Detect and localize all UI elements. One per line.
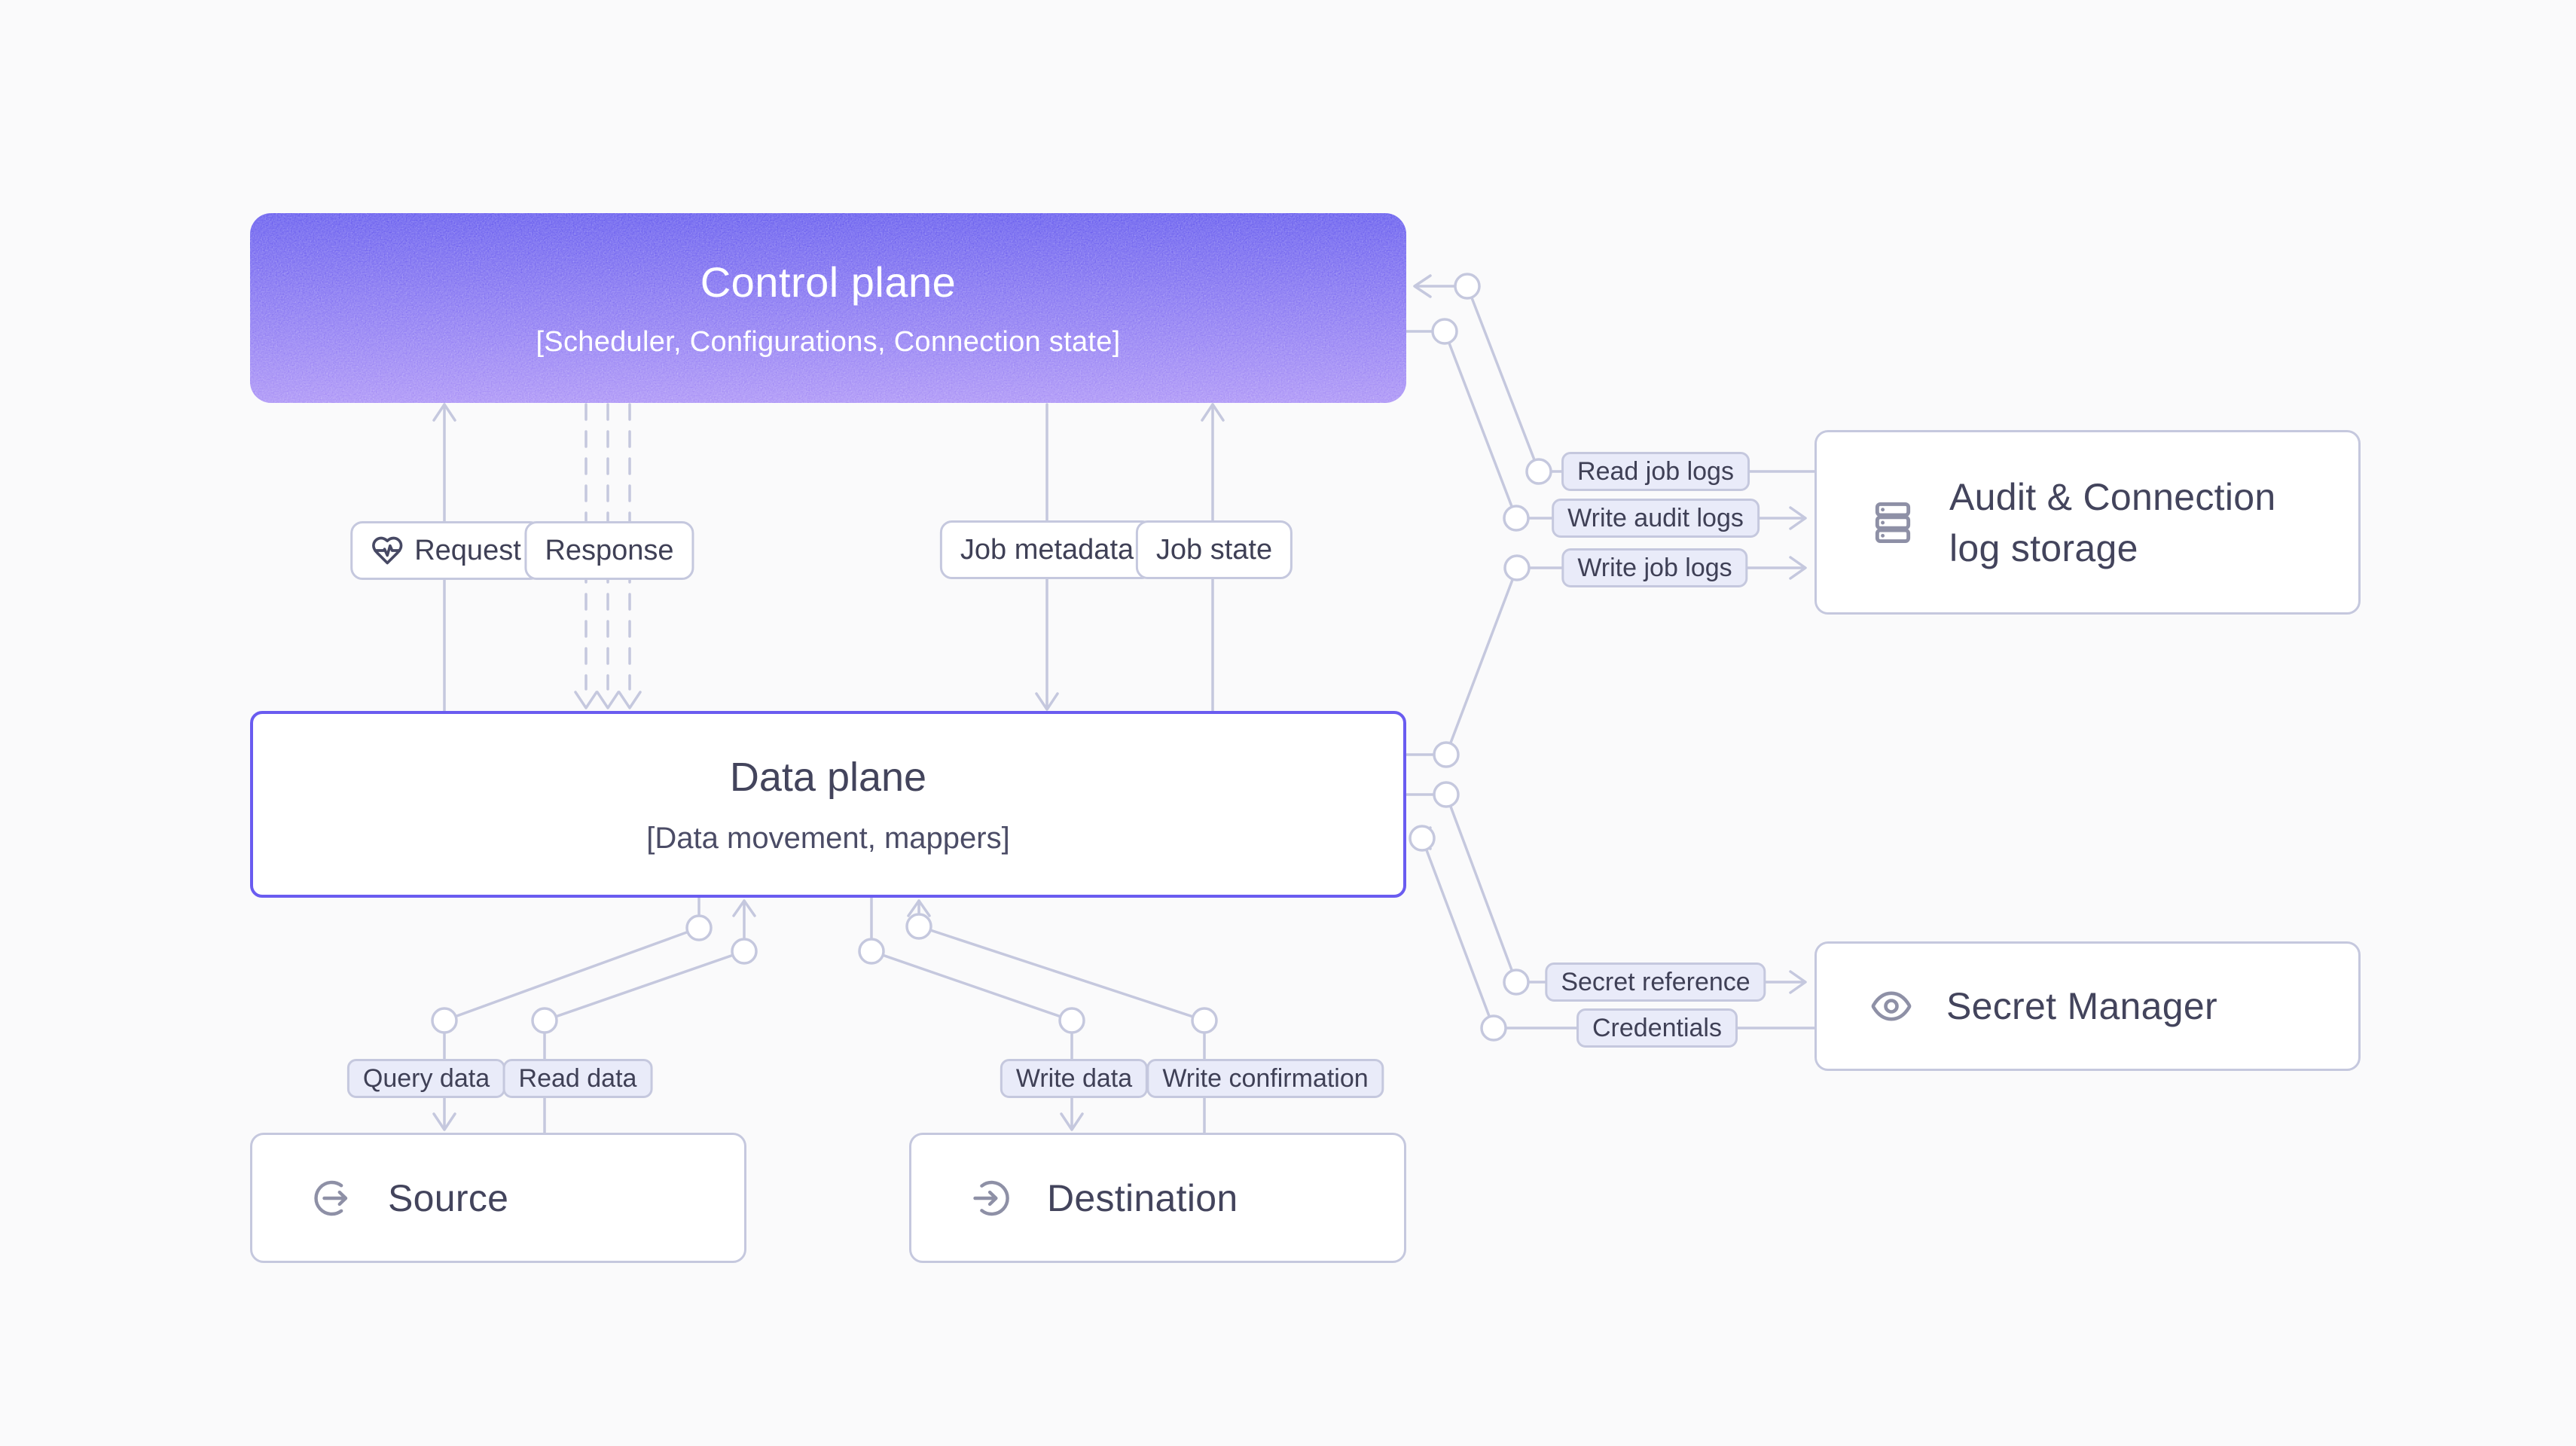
control-plane-title: Control plane	[700, 258, 957, 306]
read-data-label: Read data	[502, 1059, 653, 1098]
destination-node: Destination	[909, 1133, 1406, 1263]
control-plane-subtitle: [Scheduler, Configurations, Connection s…	[536, 326, 1121, 358]
write-job-logs-label: Write job logs	[1561, 548, 1748, 587]
control-plane-node: Control plane [Scheduler, Configurations…	[250, 213, 1406, 403]
data-plane-node: Data plane [Data movement, mappers]	[250, 711, 1406, 898]
credentials-label: Credentials	[1576, 1008, 1738, 1048]
heart-pulse-icon	[372, 536, 403, 565]
secret-reference-label: Secret reference	[1545, 962, 1766, 1002]
write-confirmation-label: Write confirmation	[1146, 1059, 1384, 1098]
destination-title: Destination	[1047, 1176, 1238, 1219]
job-state-label: Job state	[1135, 520, 1293, 579]
response-label: Response	[524, 521, 694, 580]
data-plane-title: Data plane	[729, 754, 927, 800]
secret-manager-node: Secret Manager	[1814, 941, 2361, 1071]
server-stack-icon	[1875, 502, 1911, 543]
write-audit-logs-label: Write audit logs	[1552, 499, 1760, 538]
noise-texture	[250, 213, 1406, 403]
data-plane-subtitle: [Data movement, mappers]	[646, 821, 1010, 855]
eye-icon	[1871, 991, 1912, 1021]
arrow-in-circle-icon	[973, 1180, 1009, 1216]
audit-log-storage-node: Audit & Connection log storage	[1814, 430, 2361, 615]
read-job-logs-label: Read job logs	[1561, 452, 1750, 491]
source-title: Source	[388, 1176, 509, 1219]
write-data-label: Write data	[1000, 1059, 1149, 1098]
query-data-label: Query data	[346, 1059, 506, 1098]
arrow-out-circle-icon	[314, 1180, 348, 1216]
source-node: Source	[250, 1133, 746, 1263]
secret-manager-title: Secret Manager	[1946, 985, 2217, 1027]
audit-log-storage-title: Audit & Connection log storage	[1949, 475, 2276, 569]
job-metadata-label: Job metadata	[939, 520, 1155, 579]
request-label: Request	[350, 521, 542, 580]
